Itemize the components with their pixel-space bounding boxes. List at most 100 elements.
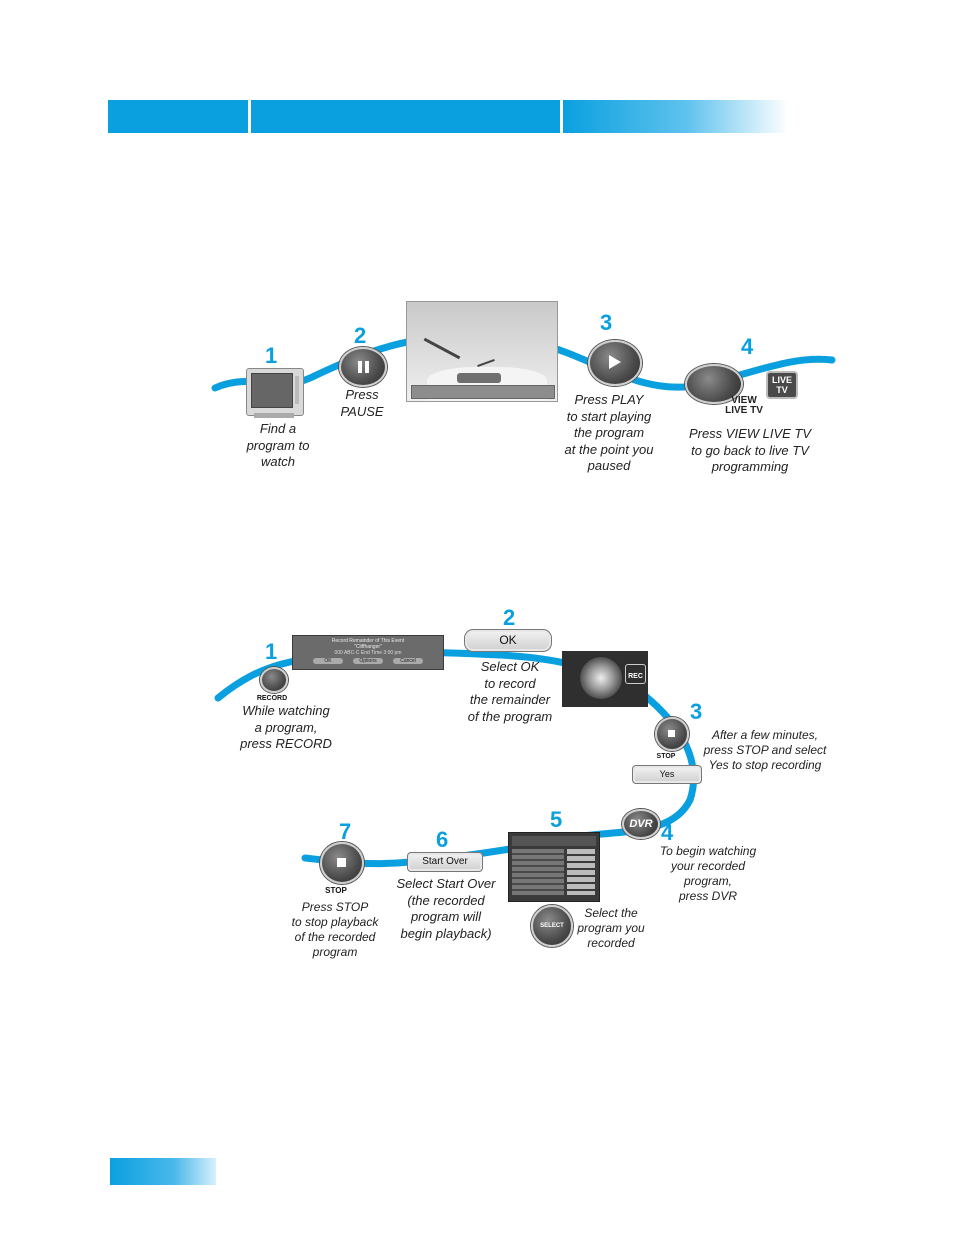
stop-button-2[interactable]	[320, 842, 364, 884]
view-live-tv-label: VIEW LIVE TV	[718, 396, 770, 416]
rec-badge: REC	[625, 664, 646, 684]
caption-line: to start playing	[566, 408, 652, 424]
play-button[interactable]	[588, 340, 642, 386]
dialog-options-button[interactable]: Options	[353, 658, 383, 664]
caption-line: program will	[410, 909, 482, 924]
caption-line: at the point you	[564, 441, 654, 457]
live-tv-button[interactable]: LIVE TV	[766, 371, 798, 399]
caption-line: After a few minutes,	[711, 728, 819, 742]
pause-button[interactable]	[339, 347, 387, 387]
s2-step4-caption: To begin watching your recorded program,…	[646, 844, 770, 904]
caption-line: the remainder	[469, 692, 551, 707]
record-dialog: Record Remainder of This Event "Cliffhan…	[292, 635, 444, 670]
play-icon	[609, 355, 621, 369]
s2-step5-number: 5	[550, 807, 563, 832]
dvr-list-screen-image	[508, 832, 600, 902]
s2-step3-number: 3	[690, 699, 703, 724]
label-line: VIEW	[731, 395, 757, 406]
caption-line: Press PLAY	[574, 392, 644, 407]
caption-line: Press VIEW LIVE TV	[688, 426, 812, 441]
caption-line: the program	[573, 425, 645, 440]
dialog-ok-button[interactable]: OK	[313, 658, 343, 664]
paused-screen-image	[406, 301, 558, 402]
label-line: TV	[776, 385, 788, 395]
caption-line: a program,	[254, 719, 318, 735]
select-button[interactable]: SELECT	[531, 905, 573, 947]
ok-button[interactable]: OK	[464, 629, 552, 652]
s2-step3-caption: After a few minutes, press STOP and sele…	[697, 728, 833, 773]
caption-line: to record	[484, 675, 536, 691]
caption-line: begin playback)	[400, 925, 492, 941]
caption-line: programming	[711, 459, 789, 474]
dvr-button[interactable]: DVR	[622, 809, 660, 839]
dialog-detail: 000 ABC-C End Time 3:00 pm	[334, 650, 402, 656]
caption-line: press DVR	[678, 889, 737, 903]
caption-line: recorded	[587, 936, 635, 950]
caption-line: PAUSE	[340, 403, 384, 419]
stop-icon	[668, 730, 675, 737]
s1-step4-caption: Press VIEW LIVE TV to go back to live TV…	[672, 426, 828, 476]
s2-step2-caption: Select OK to record the remainder of the…	[455, 659, 565, 725]
s2-step2-number: 2	[503, 605, 516, 630]
dialog-title: Record Remainder of This Event	[331, 638, 405, 644]
caption-line: watch	[261, 454, 295, 469]
caption-line: press RECORD	[240, 736, 332, 751]
caption-line: Select the	[584, 906, 638, 920]
caption-line: program	[312, 945, 358, 959]
s2-step7-caption: Press STOP to stop playback of the recor…	[282, 900, 388, 960]
caption-line: program to	[246, 437, 310, 453]
view-live-tv-button[interactable]	[685, 364, 743, 404]
caption-line: of the program	[467, 708, 553, 724]
s2-step5-caption: Select the program you recorded	[570, 906, 652, 951]
record-label: RECORD	[256, 695, 288, 702]
s1-step3-number: 3	[600, 310, 613, 335]
s2-step7-number: 7	[339, 819, 352, 844]
s2-step1-number: 1	[265, 639, 278, 664]
caption-line: paused	[587, 458, 631, 473]
yes-button[interactable]: Yes	[632, 765, 702, 784]
caption-line: Find a	[259, 421, 297, 436]
label-line: LIVE TV	[725, 405, 763, 416]
dvr-button-label: DVR	[629, 818, 653, 830]
page-footer-bar	[110, 1158, 216, 1185]
stop-icon	[337, 858, 346, 867]
caption-line: Select OK	[480, 659, 540, 674]
caption-line: To begin watching	[659, 844, 757, 858]
caption-line: program you	[577, 921, 645, 935]
rec-badge-label: REC	[628, 673, 643, 680]
header-bar-middle	[251, 100, 560, 133]
s2-step4-number: 4	[661, 820, 674, 845]
dialog-subtitle: "Cliffhanger"	[354, 644, 382, 650]
record-button[interactable]	[260, 667, 288, 693]
s1-step1-caption: Find a program to watch	[232, 421, 324, 471]
caption-line: Yes to stop recording	[708, 758, 822, 772]
s2-step6-number: 6	[436, 827, 449, 852]
start-over-button[interactable]: Start Over	[407, 852, 483, 872]
caption-line: your recorded	[670, 859, 746, 873]
s1-step1-number: 1	[265, 343, 278, 368]
s1-step2-number: 2	[354, 323, 367, 348]
caption-line: Press STOP	[301, 900, 369, 914]
caption-line: While watching	[242, 703, 330, 718]
caption-line: to go back to live TV	[691, 442, 809, 458]
caption-line: Select Start Over	[396, 876, 496, 891]
s1-step3-caption: Press PLAY to start playing the program …	[550, 392, 668, 475]
recording-screen-image: REC	[562, 651, 648, 707]
caption-line: Press	[345, 387, 379, 402]
s2-step1-caption: While watching a program, press RECORD	[230, 703, 342, 753]
select-button-label: SELECT	[540, 923, 564, 929]
s1-step4-number: 4	[741, 334, 754, 359]
header-bar-left	[108, 100, 248, 133]
stop-label: STOP	[656, 753, 676, 760]
s2-step6-caption: Select Start Over (the recorded program …	[390, 876, 502, 942]
caption-line: press STOP and select	[703, 743, 827, 757]
s1-step2-caption: Press PAUSE	[322, 387, 402, 420]
pause-icon	[358, 361, 362, 373]
stop-label-2: STOP	[325, 886, 347, 895]
header-bar-right	[563, 100, 788, 133]
tv-icon	[246, 368, 304, 418]
dialog-cancel-button[interactable]: Cancel	[393, 658, 423, 664]
stop-button[interactable]	[655, 717, 689, 751]
caption-line: to stop playback	[291, 915, 379, 929]
